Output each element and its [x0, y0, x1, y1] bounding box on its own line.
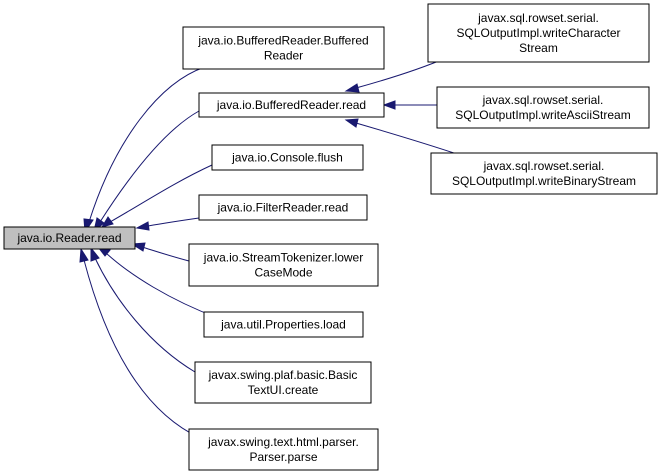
edge-bufferedreader-ctor-to-reader-read [83, 66, 206, 234]
svg-text:java.io.FilterReader.read: java.io.FilterReader.read [217, 201, 349, 215]
svg-text:javax.sql.rowset.serial.SQLOut: javax.sql.rowset.serial.SQLOutputImpl.wr… [455, 93, 630, 122]
node-label-line: javax.sql.rowset.serial. [483, 159, 605, 173]
node-write-character-stream[interactable]: javax.sql.rowset.serial.SQLOutputImpl.wr… [427, 3, 650, 63]
node-label-line: SQLOutputImpl.writeBinaryStream [452, 174, 636, 188]
edge-console-flush-to-reader-read [100, 164, 213, 228]
node-bufferedreader-read[interactable]: java.io.BufferedReader.read [198, 92, 385, 118]
node-label-line: javax.sql.rowset.serial. [482, 93, 604, 107]
edge-streamtokenizer-to-reader-read [130, 242, 190, 262]
node-label-line: java.io.BufferedReader.Buffered [197, 34, 368, 48]
edge-filterreader-read-to-reader-read [135, 217, 200, 231]
svg-text:java.util.Properties.load: java.util.Properties.load [220, 318, 346, 332]
node-console-flush[interactable]: java.io.Console.flush [211, 144, 364, 171]
svg-text:java.io.BufferedReader.read: java.io.BufferedReader.read [216, 98, 366, 112]
node-filterreader-read[interactable]: java.io.FilterReader.read [198, 194, 368, 221]
node-label-line: javax.sql.rowset.serial. [477, 11, 599, 25]
svg-text:java.io.Reader.read: java.io.Reader.read [16, 231, 121, 245]
node-label-line: java.io.FilterReader.read [217, 201, 349, 215]
node-label-line: TextUI.create [248, 383, 319, 397]
node-label-line: java.io.StreamTokenizer.lower [203, 251, 363, 265]
node-label-line: java.io.BufferedReader.read [216, 98, 366, 112]
node-write-binary-stream[interactable]: javax.sql.rowset.serial.SQLOutputImpl.wr… [430, 152, 658, 195]
edge-parser-parse-to-reader-read [79, 247, 201, 439]
node-label-line: Reader [264, 49, 303, 63]
node-label-line: CaseMode [254, 266, 312, 280]
svg-text:java.io.BufferedReader.Buffere: java.io.BufferedReader.BufferedReader [197, 34, 368, 63]
node-properties-load[interactable]: java.util.Properties.load [203, 311, 364, 338]
svg-text:javax.sql.rowset.serial.SQLOut: javax.sql.rowset.serial.SQLOutputImpl.wr… [456, 11, 620, 55]
edge-write-binary-stream-to-bufferedreader-read [344, 118, 461, 156]
node-reader-read[interactable]: java.io.Reader.read [3, 226, 136, 250]
call-graph-nodes: java.io.Reader.read java.io.BufferedRead… [3, 3, 658, 471]
node-label-line: java.util.Properties.load [220, 318, 346, 332]
node-parser-parse[interactable]: javax.swing.text.html.parser.Parser.pars… [188, 428, 379, 471]
node-label-line: Parser.parse [249, 450, 317, 464]
svg-text:javax.swing.text.html.parser.P: javax.swing.text.html.parser.Parser.pars… [207, 435, 359, 464]
edge-basictextui-create-to-reader-read [90, 246, 196, 373]
node-label-line: SQLOutputImpl.writeAsciiStream [455, 108, 630, 122]
node-label-line: java.io.Reader.read [16, 231, 121, 245]
node-label-line: Stream [519, 41, 558, 55]
svg-text:java.io.Console.flush: java.io.Console.flush [231, 151, 343, 165]
node-label-line: javax.swing.plaf.basic.Basic [208, 368, 358, 382]
edge-write-ascii-stream-to-bufferedreader-read [382, 100, 438, 110]
node-label-line: javax.swing.text.html.parser. [207, 435, 359, 449]
call-graph-edges [79, 57, 461, 439]
node-write-ascii-stream[interactable]: javax.sql.rowset.serial.SQLOutputImpl.wr… [436, 86, 650, 129]
node-label-line: java.io.Console.flush [231, 151, 343, 165]
svg-text:javax.sql.rowset.serial.SQLOut: javax.sql.rowset.serial.SQLOutputImpl.wr… [452, 159, 636, 188]
node-label-line: SQLOutputImpl.writeCharacter [456, 26, 620, 40]
edge-bufferedreader-read-to-reader-read [93, 110, 200, 233]
